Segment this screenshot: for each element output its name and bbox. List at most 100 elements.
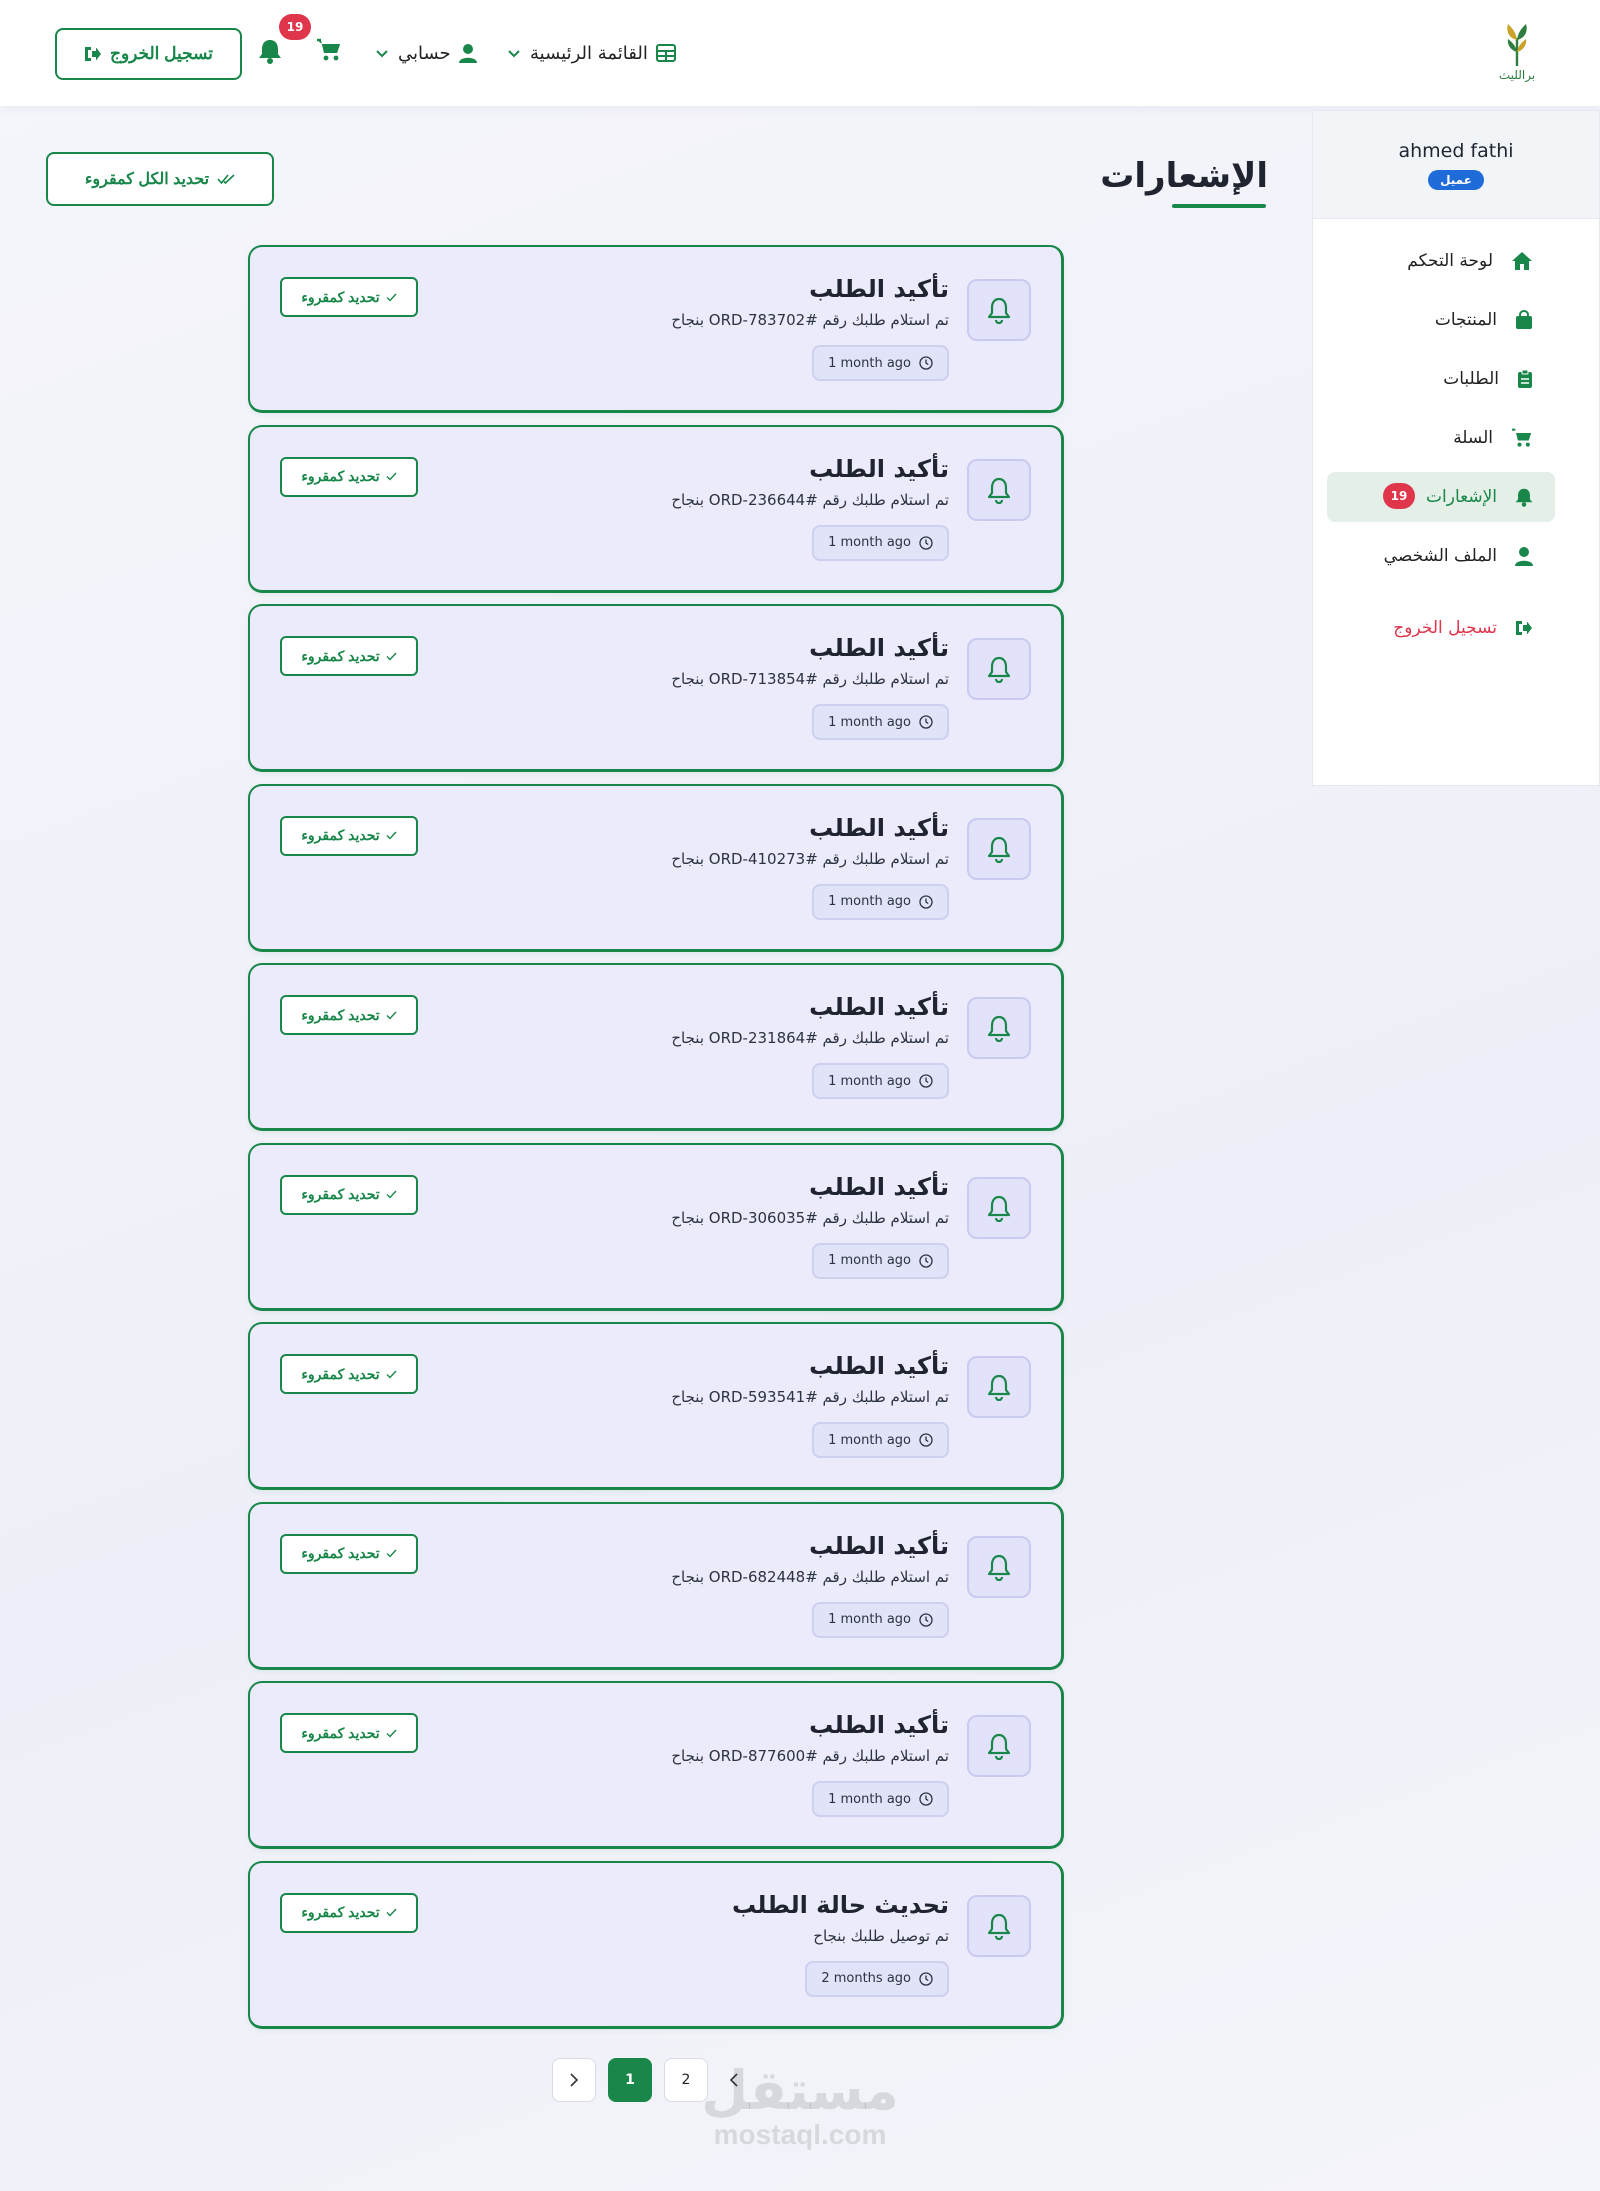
notification-card[interactable]: تأكيد الطلب تم استلام طلبك رقم #ORD-2366… [248,424,1064,593]
clock-icon [919,1253,933,1268]
mark-read-label: تحديد كمقروء [301,1186,380,1202]
sidebar-item-orders[interactable]: الطلبات [1327,354,1555,404]
notification-time: 2 months ago [821,1971,911,1986]
check-icon [386,652,397,661]
mark-read-button[interactable]: تحديد كمقروء [280,815,418,856]
mark-all-read-button[interactable]: تحديد الكل كمقروء [46,152,274,206]
user-profile-card: ahmed fathi عميل [1313,111,1599,219]
notification-card[interactable]: تأكيد الطلب تم استلام طلبك رقم #ORD-5935… [248,1322,1064,1490]
sidebar-item-products[interactable]: المنتجات [1327,295,1555,345]
sidebar-item-label: المنتجات [1434,310,1497,330]
mark-read-label: تحديد كمقروء [301,1365,380,1382]
nav-logout-button[interactable]: تسجيل الخروج [55,28,242,80]
notification-time: 1 month ago [828,535,911,550]
mark-read-label: تحديد كمقروء [301,468,380,484]
clock-icon [919,535,933,550]
sidebar-item-label: الإشعارات [1426,487,1497,507]
notification-message: تم استلام طلبك رقم #ORD-682448 بنجاح [671,1567,949,1586]
mark-read-button[interactable]: تحديد كمقروء [280,995,418,1035]
nav-notifications-button[interactable] [258,38,286,66]
brand-logo[interactable]: برالليث [1492,22,1542,84]
bell-icon [987,836,1011,863]
mark-read-button[interactable]: تحديد كمقروء [280,1174,418,1215]
check-icon [386,1549,397,1558]
notification-card[interactable]: تأكيد الطلب تم استلام طلبك رقم #ORD-4102… [248,783,1064,952]
sidebar-item-cart[interactable]: السلة [1327,413,1555,463]
mark-read-label: تحديد كمقروء [301,288,380,305]
notification-message: تم استلام طلبك رقم #ORD-306035 بنجاح [671,1208,949,1227]
sidebar-item-notifications[interactable]: 19 الإشعارات [1327,472,1555,522]
notification-title: تأكيد الطلب [809,1172,949,1201]
wheat-logo-icon [1507,24,1527,66]
sidebar-item-dashboard[interactable]: لوحة التحكم [1327,236,1555,286]
main-menu-dropdown[interactable]: القائمة الرئيسية [506,38,676,68]
notification-bell-badge [967,1176,1031,1239]
clock-icon [919,1612,933,1627]
clock-icon [919,715,933,729]
notification-bell-badge [967,638,1031,700]
notification-title: تأكيد الطلب [809,1352,949,1380]
user-name: ahmed fathi [1398,139,1514,162]
clock-icon [919,1433,933,1447]
account-label: حسابي [398,42,451,64]
notification-title: تأكيد الطلب [809,1531,949,1560]
mark-read-button[interactable]: تحديد كمقروء [280,1892,418,1933]
notification-card[interactable]: تحديث حالة الطلب تم توصيل طلبك بنجاح 2 m… [248,1860,1064,2029]
bell-icon [987,656,1011,683]
grid-table-icon [655,44,676,62]
watermark-arabic: مستقل [701,2059,899,2122]
pagination-page-2[interactable]: 2 [664,2058,708,2102]
notification-bell-badge [967,1715,1031,1777]
bell-icon [987,1195,1011,1222]
chevron-down-icon [508,50,520,58]
bell-icon [987,1733,1011,1760]
sidebar-item-logout[interactable]: تسجيل الخروج [1327,603,1555,653]
check-icon [386,1011,397,1020]
mark-read-button[interactable]: تحديد كمقروء [280,1354,418,1394]
notification-bell-badge [967,997,1031,1059]
notification-card[interactable]: تأكيد الطلب تم استلام طلبك رقم #ORD-2318… [248,963,1064,1131]
notification-title: تأكيد الطلب [809,275,949,303]
mark-read-button[interactable]: تحديد كمقروء [280,456,418,497]
check-icon [386,472,397,481]
notification-time-chip: 2 months ago [805,1960,949,1997]
check-icon [386,293,397,302]
nav-cart-button[interactable] [316,38,344,66]
notification-card[interactable]: تأكيد الطلب تم استلام طلبك رقم #ORD-8776… [248,1681,1064,1849]
clock-icon [919,1074,933,1088]
sidebar-item-label: لوحة التحكم [1407,251,1493,271]
notification-title: تحديث حالة الطلب [732,1890,949,1919]
notification-time: 1 month ago [828,1612,911,1627]
pagination-prev-button[interactable] [552,2058,596,2102]
mark-read-button[interactable]: تحديد كمقروء [280,277,418,317]
bell-icon [1515,488,1533,507]
notification-card[interactable]: تأكيد الطلب تم استلام طلبك رقم #ORD-7138… [248,604,1064,772]
clock-icon [919,894,933,909]
check-icon [386,1190,397,1199]
sidebar-item-profile[interactable]: الملف الشخصي [1327,531,1555,581]
cart-icon [317,38,340,61]
notification-card[interactable]: تأكيد الطلب تم استلام طلبك رقم #ORD-7837… [248,245,1064,413]
chevron-left-icon [729,2073,738,2087]
mark-read-button[interactable]: تحديد كمقروء [280,1533,418,1574]
watermark: مستقل mostaql.com [700,2062,900,2150]
watermark-latin: mostaql.com [713,2119,887,2150]
mark-read-button[interactable]: تحديد كمقروء [280,1713,418,1753]
account-dropdown[interactable]: حسابي [374,38,477,68]
notification-time-chip: 1 month ago [812,704,949,740]
notification-time-chip: 1 month ago [812,1781,949,1817]
sidebar-item-label: الطلبات [1443,369,1499,389]
notification-title: تأكيد الطلب [809,634,949,662]
pagination: 1 2 [552,2058,748,2102]
mark-read-button[interactable]: تحديد كمقروء [280,636,418,676]
notification-bell-badge [967,1356,1031,1418]
notification-message: تم استلام طلبك رقم #ORD-231864 بنجاح [671,1029,949,1047]
notification-card[interactable]: تأكيد الطلب تم استلام طلبك رقم #ORD-3060… [248,1142,1064,1311]
notification-bell-badge [967,458,1031,521]
sidebar-item-label: السلة [1453,428,1493,448]
user-icon [458,44,477,63]
pagination-page-1[interactable]: 1 [608,2058,652,2102]
notification-card[interactable]: تأكيد الطلب تم استلام طلبك رقم #ORD-6824… [248,1501,1064,1670]
notification-time-chip: 1 month ago [812,1242,949,1279]
pagination-next-button[interactable] [720,2058,748,2102]
